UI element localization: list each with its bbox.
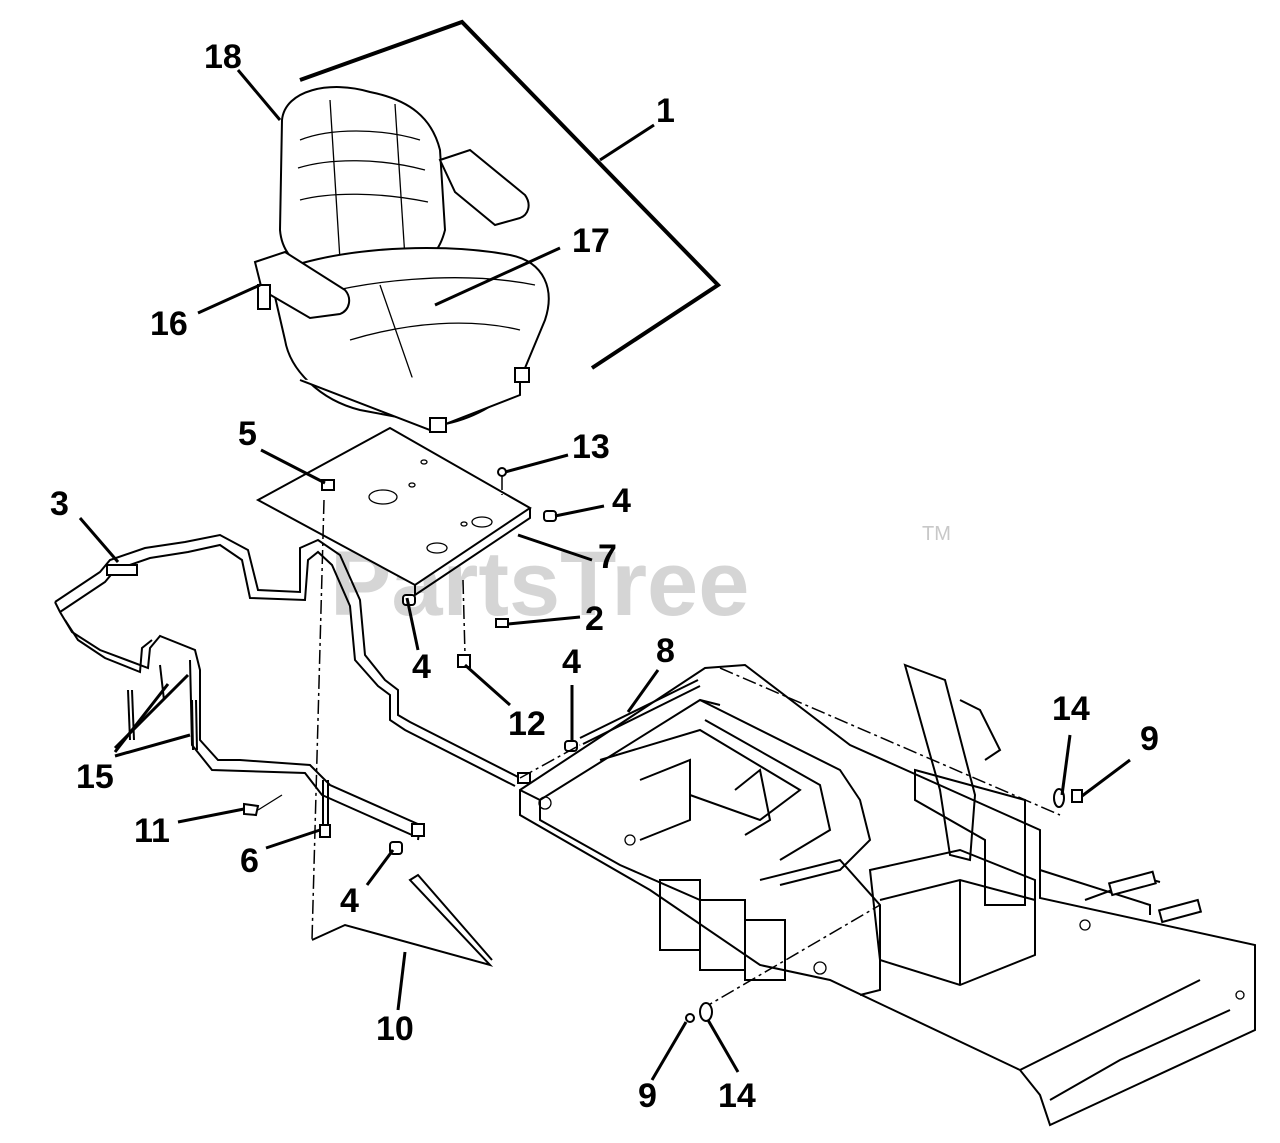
callout-11: 11 bbox=[134, 812, 170, 850]
callout-12: 12 bbox=[508, 705, 546, 743]
callout-3: 3 bbox=[50, 485, 69, 523]
frame-alignment-upper bbox=[719, 667, 1061, 816]
hardware-bracket-12[interactable] bbox=[457, 579, 471, 668]
hardware-bolt-lower[interactable] bbox=[685, 1013, 695, 1023]
callout-10: 10 bbox=[376, 1010, 414, 1048]
tractor-frame bbox=[519, 663, 1256, 1127]
support-rod[interactable] bbox=[311, 873, 494, 967]
pivot-rod[interactable] bbox=[519, 679, 701, 779]
callout-17: 17 bbox=[572, 222, 610, 260]
callout-5: 5 bbox=[238, 415, 257, 453]
hardware-nut[interactable] bbox=[321, 479, 335, 491]
callout-18: 18 bbox=[204, 38, 242, 76]
seat-plate[interactable] bbox=[255, 426, 532, 597]
callout-4-lower: 4 bbox=[340, 882, 359, 920]
callout-15: 15 bbox=[76, 758, 114, 796]
callout-8: 8 bbox=[656, 632, 675, 670]
assembly-axis bbox=[311, 499, 325, 941]
hardware-screw-11[interactable] bbox=[243, 794, 283, 817]
callout-13: 13 bbox=[572, 428, 610, 466]
cable-pieces[interactable] bbox=[127, 664, 198, 751]
hardware-washer-lower[interactable] bbox=[699, 1002, 713, 1022]
seat[interactable] bbox=[253, 86, 550, 433]
callout-2: 2 bbox=[585, 600, 604, 638]
callout-14-right: 14 bbox=[1052, 690, 1090, 728]
hardware-bolt-upper[interactable] bbox=[1071, 789, 1083, 803]
leader-lines bbox=[78, 69, 1131, 1081]
hardware-bolt-2[interactable] bbox=[495, 618, 509, 628]
watermark-trademark: TM bbox=[922, 523, 951, 545]
hardware-clip-upper[interactable] bbox=[543, 510, 557, 522]
callout-4-upper: 4 bbox=[612, 482, 631, 520]
callout-16: 16 bbox=[150, 305, 188, 343]
callout-7: 7 bbox=[598, 538, 617, 576]
seat-assembly-bracket bbox=[299, 19, 722, 370]
callout-14-lower: 14 bbox=[718, 1077, 756, 1115]
callout-9-right: 9 bbox=[1140, 720, 1159, 758]
callout-4-middle: 4 bbox=[562, 643, 581, 681]
callout-1: 1 bbox=[656, 92, 675, 130]
callout-6: 6 bbox=[240, 842, 259, 880]
callout-4-left: 4 bbox=[412, 648, 431, 686]
hardware-bolt-6[interactable] bbox=[319, 780, 331, 838]
frame-alignment-lower bbox=[699, 904, 881, 1011]
callout-9-lower: 9 bbox=[638, 1077, 657, 1115]
